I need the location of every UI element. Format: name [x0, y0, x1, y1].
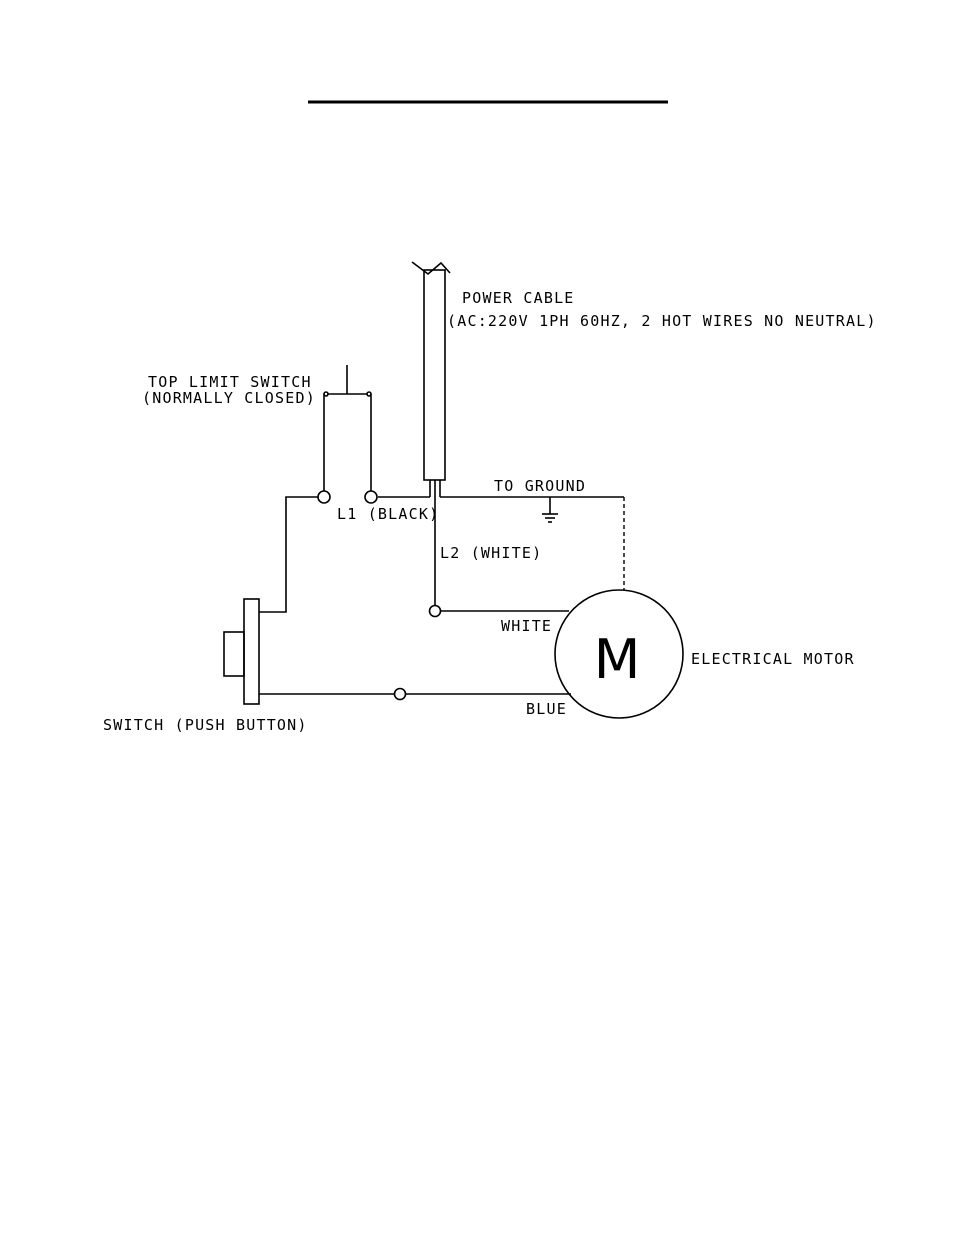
push-button-body — [244, 599, 259, 704]
label-l1-black: L1 (BLACK) — [337, 505, 439, 523]
label-to-ground: TO GROUND — [494, 477, 586, 495]
label-l2-white: L2 (WHITE) — [440, 544, 542, 562]
label-push-button-switch: SWITCH (PUSH BUTTON) — [103, 716, 308, 734]
power-cable — [424, 270, 445, 480]
push-button-cap — [224, 632, 244, 676]
label-electrical-motor: ELECTRICAL MOTOR — [691, 650, 855, 668]
label-normally-closed: (NORMALLY CLOSED) — [142, 389, 316, 407]
label-blue: BLUE — [526, 700, 567, 718]
wire-limit-to-switch — [259, 497, 318, 612]
motor-letter: M — [594, 628, 641, 691]
terminal-white — [430, 606, 441, 617]
label-white: WHITE — [501, 617, 552, 635]
terminal-limit-right — [365, 491, 377, 503]
terminal-limit-left — [318, 491, 330, 503]
label-power-spec: (AC:220V 1PH 60HZ, 2 HOT WIRES NO NEUTRA… — [447, 312, 877, 330]
terminal-blue — [395, 689, 406, 700]
label-power-cable: POWER CABLE — [462, 289, 575, 307]
